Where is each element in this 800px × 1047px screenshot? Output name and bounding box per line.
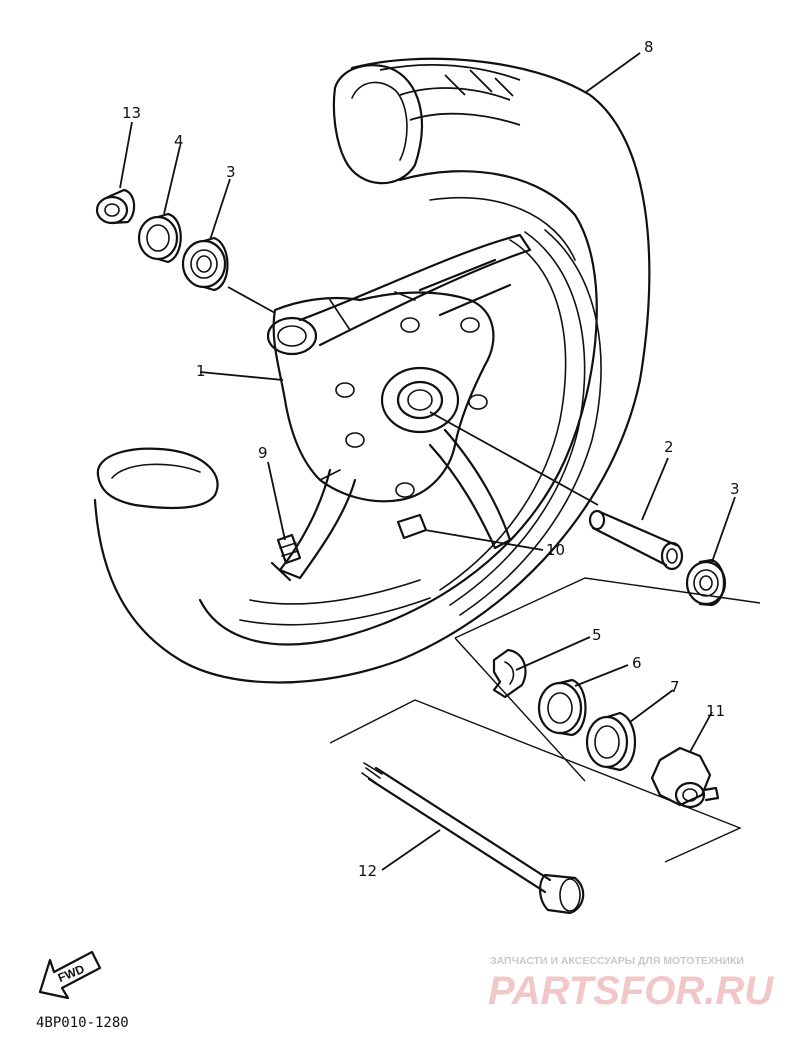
- oil-seal: [137, 212, 182, 264]
- label-part-7: 7: [670, 678, 680, 696]
- leader-lines: [119, 52, 736, 871]
- watermark-tagline: ЗАПЧАСТИ И АКСЕССУАРЫ ДЛЯ МОТОТЕХНИКИ: [490, 955, 744, 967]
- part-number-labels: 8 13 4 3 1 9 2 3 10 5 6 7 11 12: [122, 38, 740, 880]
- collar: [95, 188, 136, 225]
- meter-clutch: [492, 648, 527, 699]
- label-part-1: 1: [196, 362, 206, 380]
- label-part-3-right: 3: [730, 480, 740, 498]
- fwd-arrow: FWD: [38, 950, 102, 1000]
- label-part-13: 13: [122, 104, 141, 122]
- label-part-10: 10: [546, 541, 565, 559]
- label-part-9: 9: [258, 444, 268, 462]
- label-part-4: 4: [174, 132, 184, 150]
- label-part-6: 6: [632, 654, 642, 672]
- wheel-axle: [361, 762, 585, 915]
- bearing-left: [181, 236, 229, 292]
- assembly-guides: [329, 577, 761, 863]
- spacer: [588, 509, 684, 571]
- tire: [93, 57, 651, 684]
- bearing-right: [685, 558, 727, 607]
- label-part-2: 2: [664, 438, 674, 456]
- watermark-logo: PARTSFOR.RU: [488, 969, 774, 1013]
- label-part-8: 8: [644, 38, 654, 56]
- meter-gear-unit: [650, 746, 720, 809]
- watermark: ЗАПЧАСТИ И АКСЕССУАРЫ ДЛЯ МОТОТЕХНИКИ PA…: [488, 955, 774, 1013]
- oil-seal-right: [537, 678, 587, 737]
- balance-weight: [396, 513, 428, 540]
- label-part-5: 5: [592, 626, 602, 644]
- collar-right: [585, 711, 637, 772]
- valve-stem: [270, 533, 302, 582]
- drawing-code: 4BP010-1280: [36, 1015, 129, 1031]
- label-part-12: 12: [358, 862, 377, 880]
- fwd-label: FWD: [56, 962, 87, 985]
- wheel-hub: [266, 233, 532, 580]
- label-part-3-left: 3: [226, 163, 236, 181]
- label-part-11: 11: [706, 702, 725, 720]
